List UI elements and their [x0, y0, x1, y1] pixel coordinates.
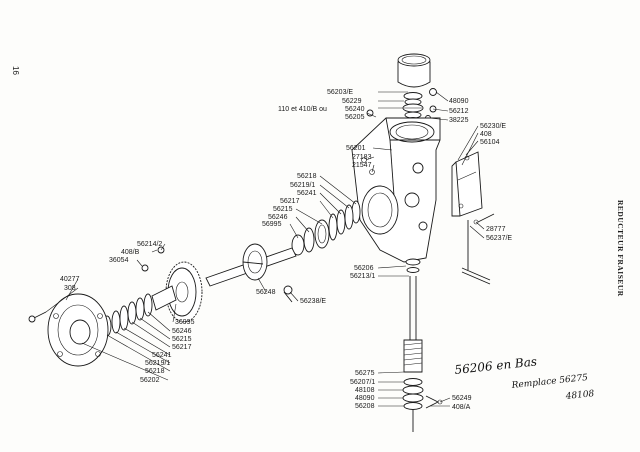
label-56208: 56208	[355, 403, 375, 410]
label-56219-1-left: 56219/1	[145, 360, 170, 367]
label-56207-1: 56207/1	[350, 379, 375, 386]
label-308: 308	[64, 285, 76, 292]
label-110-et-410b-ou: 110 et 410/B ou	[278, 106, 327, 113]
label-56238-e: 56238/E	[300, 298, 326, 305]
label-56214-2: 56214/2	[137, 241, 162, 248]
part-labels: 56203/E 56229 110 et 410/B ou 56240 4809…	[60, 89, 512, 411]
label-56995-mid: 56995	[262, 221, 282, 228]
label-56240: 56240	[345, 106, 365, 113]
label-56248: 56248	[256, 289, 276, 296]
label-56213-1: 56213/1	[350, 273, 375, 280]
top-cap-assembly	[366, 53, 437, 123]
handwritten-line-1: 56206 en Bas	[454, 354, 538, 377]
label-408-b: 408/B	[121, 249, 140, 256]
label-40277: 40277	[60, 276, 80, 283]
label-56215-left: 56215	[172, 336, 192, 343]
label-56219-1-mid: 56219/1	[290, 182, 315, 189]
label-36995: 36995	[175, 319, 195, 326]
label-56104: 56104	[480, 139, 500, 146]
gearbox-housing	[351, 117, 441, 263]
label-56249: 56249	[452, 395, 472, 402]
label-56218-mid: 56218	[297, 173, 317, 180]
label-56230-e: 56230/E	[480, 123, 506, 130]
handwritten-line-3: 48108	[564, 389, 595, 402]
label-56275: 56275	[355, 370, 375, 377]
label-56212: 56212	[449, 108, 469, 115]
label-56241-left: 56241	[152, 352, 172, 359]
label-56241-mid: 56241	[297, 190, 317, 197]
label-56215-mid: 56215	[273, 206, 293, 213]
side-bracket	[451, 151, 495, 285]
label-56217-mid: 56217	[280, 198, 300, 205]
label-56205: 56205	[345, 114, 365, 121]
label-408: 408	[480, 131, 492, 138]
label-56229: 56229	[342, 98, 362, 105]
label-56237-e: 56237/E	[486, 235, 512, 242]
label-56218-left: 56218	[145, 368, 165, 375]
label-408-a: 408/A	[452, 404, 471, 411]
leader-lines	[45, 91, 485, 407]
label-56206: 56206	[354, 265, 374, 272]
side-title: REDUCTEUR FRAISEUR	[616, 200, 625, 297]
label-56201: 56201	[346, 145, 366, 152]
middle-shaft-stack	[205, 200, 361, 303]
label-56202: 56202	[140, 377, 160, 384]
label-56246-mid: 56246	[268, 214, 288, 221]
handwritten-line-2: Remplace 56275	[510, 373, 588, 391]
label-48108: 48108	[355, 387, 375, 394]
label-28777: 28777	[486, 226, 506, 233]
handwritten-note: 56206 en Bas Remplace 56275 48108	[454, 354, 595, 402]
page-number: 16	[11, 66, 20, 75]
label-56203-e: 56203/E	[327, 89, 353, 96]
label-48090-top: 48090	[449, 98, 469, 105]
label-27183: 27183	[352, 154, 372, 161]
label-56246-left: 56246	[172, 328, 192, 335]
label-36054: 36054	[109, 257, 129, 264]
label-48090-bottom: 48090	[355, 395, 375, 402]
label-21547: 21547	[352, 162, 372, 169]
label-56217-left: 56217	[172, 344, 192, 351]
label-38225: 38225	[449, 117, 469, 124]
